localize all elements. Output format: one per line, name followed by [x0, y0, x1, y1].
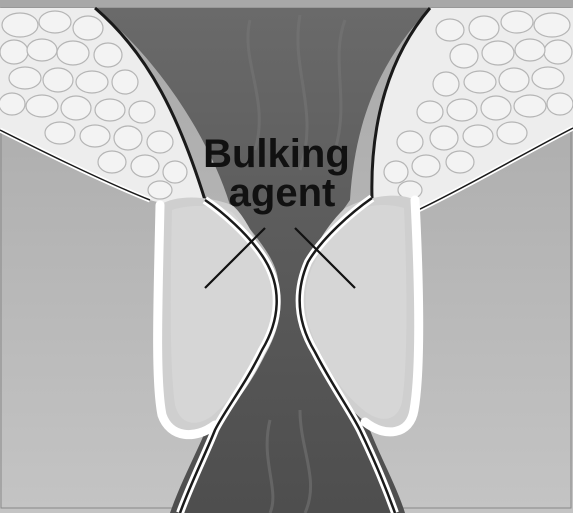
label-line-1: Bulking	[203, 132, 350, 176]
label-line-2: agent	[229, 171, 336, 215]
